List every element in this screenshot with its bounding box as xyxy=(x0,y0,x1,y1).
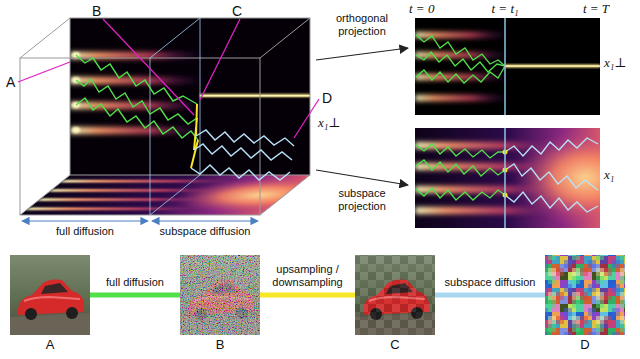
arrow-label: subspace projection xyxy=(322,187,402,213)
subspace-panel xyxy=(415,128,600,228)
image-letter: D xyxy=(580,337,589,353)
image-panel: A xyxy=(10,255,90,353)
panel-gap xyxy=(504,115,506,128)
span-label: subspace diffusion xyxy=(160,225,251,238)
span-label: full diffusion xyxy=(56,225,114,238)
image-letter: A xyxy=(46,337,55,353)
image-a xyxy=(10,255,90,335)
edge-label: subspace diffusion xyxy=(439,276,541,289)
wall-ground xyxy=(70,18,310,175)
callout-letter: D xyxy=(322,90,332,106)
box-outline xyxy=(20,18,310,215)
image-letter: B xyxy=(216,337,225,353)
image-letter: C xyxy=(390,337,399,353)
projection-arrow xyxy=(316,170,408,185)
time-label: t = t₁ xyxy=(491,2,518,17)
image-panel: C xyxy=(355,255,435,353)
wall-streaks xyxy=(70,52,205,134)
projected-line xyxy=(200,94,310,97)
connector-line xyxy=(260,293,355,298)
connector-line xyxy=(435,293,545,298)
span-arrow xyxy=(152,220,258,221)
edge-label: upsampling / downsampling xyxy=(264,263,351,289)
arrow-label: orthogonal projection xyxy=(322,12,402,38)
connector-line xyxy=(90,293,180,298)
start-blobs xyxy=(72,52,80,133)
time-label: t = T xyxy=(583,2,609,17)
projected-line xyxy=(200,95,310,97)
trajectories-3d xyxy=(76,55,294,180)
edge-label: full diffusion xyxy=(94,276,176,289)
image-panel: D xyxy=(545,255,625,353)
callout-letter: C xyxy=(232,3,242,19)
image-panel: B xyxy=(180,255,260,353)
back-wall-heatmap xyxy=(70,18,310,175)
span-arrow xyxy=(22,220,148,221)
callout-letter: B xyxy=(92,3,101,19)
projection-arrow xyxy=(316,48,408,60)
orthogonal-panel xyxy=(415,18,600,115)
axis-label: x₁⊥ xyxy=(604,56,627,71)
callout-letter: A xyxy=(6,74,15,90)
image-c xyxy=(355,255,435,335)
callout-leaders xyxy=(18,19,319,138)
t1-line xyxy=(504,18,506,228)
floor-heatmap xyxy=(20,175,365,215)
axis-label: x₁ xyxy=(604,168,614,183)
floor-streaks xyxy=(23,177,311,213)
time-label: t = 0 xyxy=(409,2,434,17)
axis-label: x₁⊥ xyxy=(318,116,341,131)
image-d xyxy=(545,255,625,335)
image-b xyxy=(180,255,260,335)
